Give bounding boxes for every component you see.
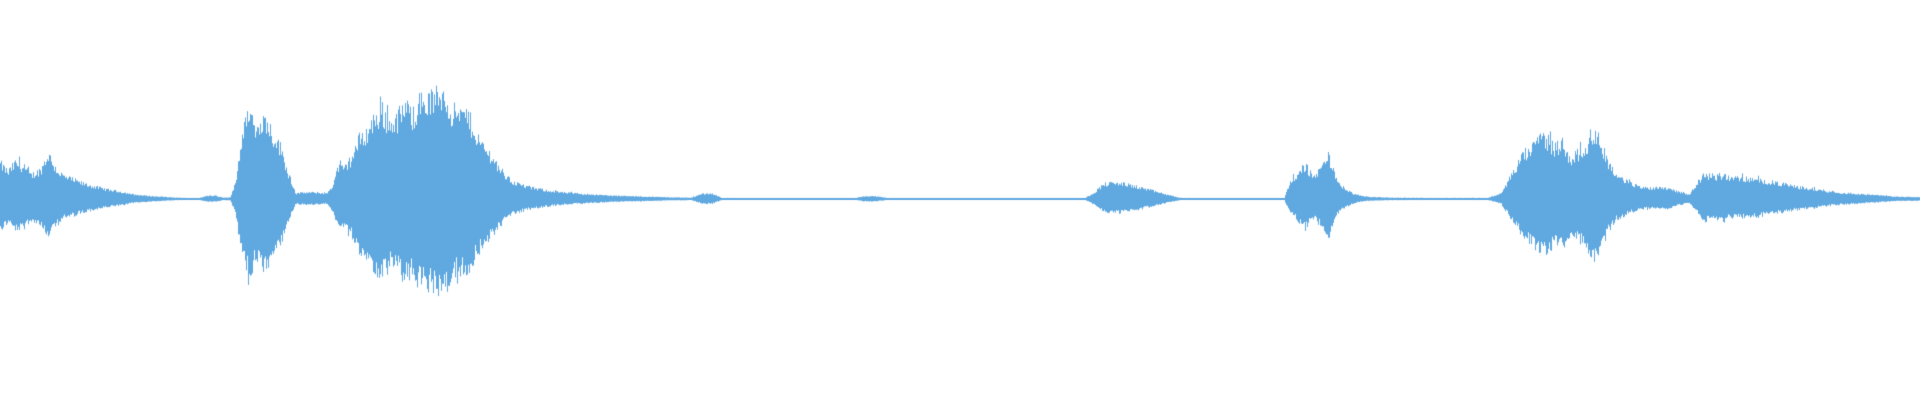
audio-waveform <box>0 0 1920 400</box>
